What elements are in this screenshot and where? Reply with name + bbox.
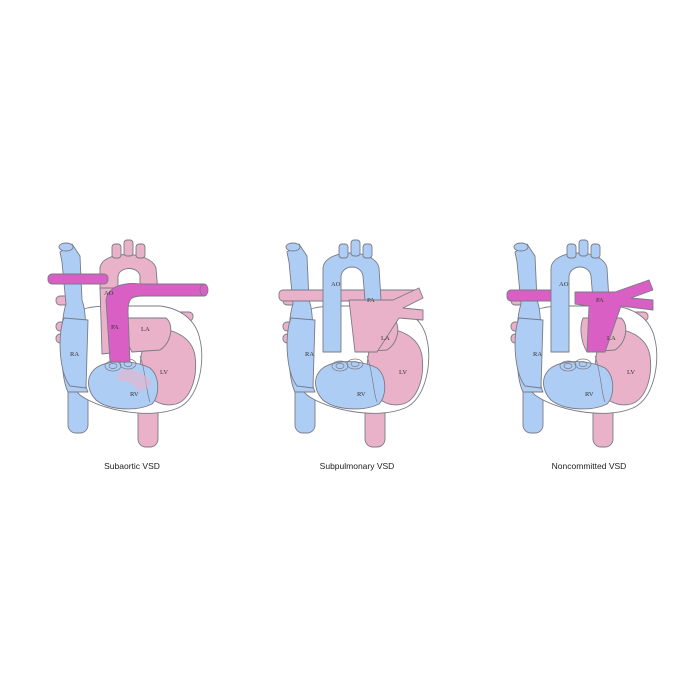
label-ao: AO (331, 281, 341, 288)
label-la: LA (141, 326, 150, 333)
label-ra: RA (533, 351, 542, 358)
label-la: LA (381, 335, 390, 342)
panel-subaortic: AO PA LA RA RV LV Subaortic VSD (47, 239, 209, 471)
label-lv: LV (160, 369, 168, 376)
panel-subpulmonary: AO PA LA RA RV LV Subpulmonary VSD (278, 239, 430, 471)
panel-noncommitted: AO PA LA RA RV LV Noncommitted VSD (506, 239, 658, 471)
label-ra: RA (70, 351, 79, 358)
label-rv: RV (357, 391, 366, 398)
label-la: LA (607, 335, 616, 342)
label-rv: RV (130, 391, 139, 398)
caption-subaortic: Subaortic VSD (104, 461, 160, 471)
label-pa: PA (367, 297, 375, 304)
label-pa: PA (111, 324, 119, 331)
label-ao: AO (559, 281, 569, 288)
label-lv: LV (627, 369, 635, 376)
label-ra: RA (305, 351, 314, 358)
label-ao: AO (104, 290, 114, 297)
caption-noncommitted: Noncommitted VSD (552, 461, 627, 471)
label-pa: PA (596, 297, 604, 304)
label-lv: LV (399, 369, 407, 376)
label-rv: RV (585, 391, 594, 398)
caption-subpulmonary: Subpulmonary VSD (320, 461, 395, 471)
